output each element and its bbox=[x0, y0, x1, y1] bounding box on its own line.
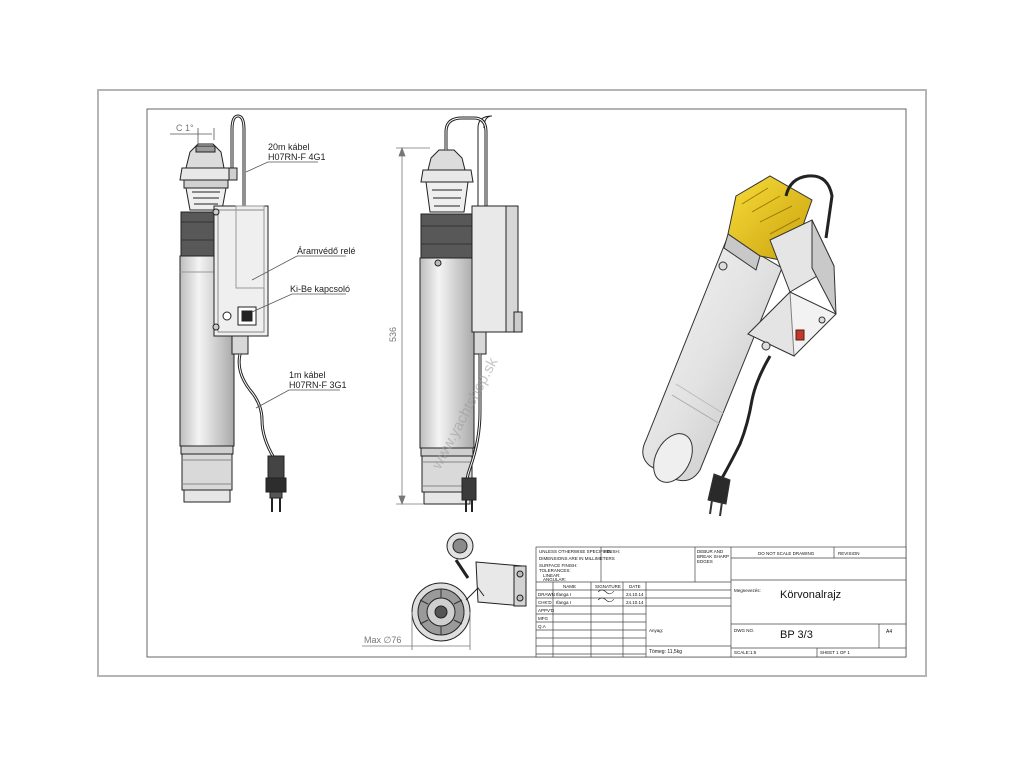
tb-date-2: 24.10.14 bbox=[626, 600, 644, 605]
cable-bottom-label-line2: H07RN-F 3G1 bbox=[289, 380, 347, 390]
signature-1-scribble bbox=[597, 589, 615, 595]
tb-name-1: Ifanga I bbox=[556, 592, 571, 597]
isometric-view bbox=[642, 174, 837, 517]
tb-surface: SURFACE FINISH: bbox=[539, 563, 578, 568]
tb-deburr-3: EDGES bbox=[697, 559, 713, 564]
tb-row-appvd: APPV'D bbox=[538, 608, 555, 613]
signature-2-scribble bbox=[597, 597, 615, 603]
side-view bbox=[419, 115, 523, 512]
tb-dwg-no-label: DWG NO. bbox=[734, 628, 754, 633]
tb-tolerances: TOLERANCES: bbox=[539, 568, 571, 573]
diameter-dimension-value: Max ∅76 bbox=[364, 635, 401, 645]
title-block bbox=[535, 546, 907, 658]
tb-weight: Tömeg: 11,5kg bbox=[649, 649, 682, 655]
tb-row-drawn: DRAWN bbox=[538, 592, 555, 597]
tb-dwg-no-value: BP 3/3 bbox=[780, 629, 813, 641]
tb-col-name: NAME bbox=[563, 584, 576, 589]
tb-row-mfg: MFG bbox=[538, 616, 548, 621]
cable-bottom-label-line1: 1m kábel bbox=[289, 370, 326, 380]
tb-row-chkd: CHK'D bbox=[538, 600, 552, 605]
top-view bbox=[411, 532, 527, 642]
tb-sheet: SHEET 1 OF 1 bbox=[820, 650, 850, 655]
chamfer-label: C 1° bbox=[176, 123, 194, 133]
switch-label: Ki-Be kapcsoló bbox=[290, 284, 350, 294]
tb-deburr-1: DEBUR AND bbox=[697, 549, 724, 554]
tb-deburr-2: BREAK SHARP bbox=[697, 554, 729, 559]
cable-top-label-line2: H07RN-F 4G1 bbox=[268, 152, 326, 162]
tb-title-value: Körvonalrajz bbox=[780, 589, 841, 601]
relay-label: Áramvédő relé bbox=[297, 246, 356, 256]
cable-top-label-line1: 20m kábel bbox=[268, 142, 310, 152]
tb-angular: ANGULAR: bbox=[543, 577, 566, 582]
tb-col-signature: SIGNATURE bbox=[595, 584, 621, 589]
tb-linear: LINEAR: bbox=[543, 573, 561, 578]
tb-unless: UNLESS OTHERWISE SPECIFIED: bbox=[539, 549, 612, 554]
tb-name-2: Ifanga I bbox=[556, 600, 571, 605]
tb-revision: REVISION bbox=[838, 551, 860, 556]
tb-size: A4 bbox=[886, 629, 892, 635]
tb-title-label: Megnevezés: bbox=[734, 588, 761, 593]
tb-row-qa: Q.A bbox=[538, 624, 546, 629]
tb-scale: SCALE:1:5 bbox=[734, 650, 757, 655]
title-block-text: UNLESS OTHERWISE SPECIFIED: DIMENSIONS A… bbox=[538, 549, 892, 655]
height-dimension-value: 536 bbox=[388, 327, 398, 342]
tb-col-date: DATE bbox=[629, 584, 641, 589]
front-view-leaders bbox=[170, 128, 346, 409]
inner-frame bbox=[146, 108, 907, 658]
front-view bbox=[179, 114, 287, 512]
tb-material-label: Anyag: bbox=[649, 628, 663, 633]
height-dimension bbox=[396, 146, 430, 506]
tb-dims-mm: DIMENSIONS ARE IN MILLIMETERS bbox=[539, 556, 615, 561]
tb-finish: FINISH: bbox=[604, 549, 620, 554]
tb-date-1: 24.10.14 bbox=[626, 592, 644, 597]
diameter-dimension bbox=[362, 612, 471, 650]
tb-do-not-scale: DO NOT SCALE DRAWING bbox=[758, 551, 815, 556]
